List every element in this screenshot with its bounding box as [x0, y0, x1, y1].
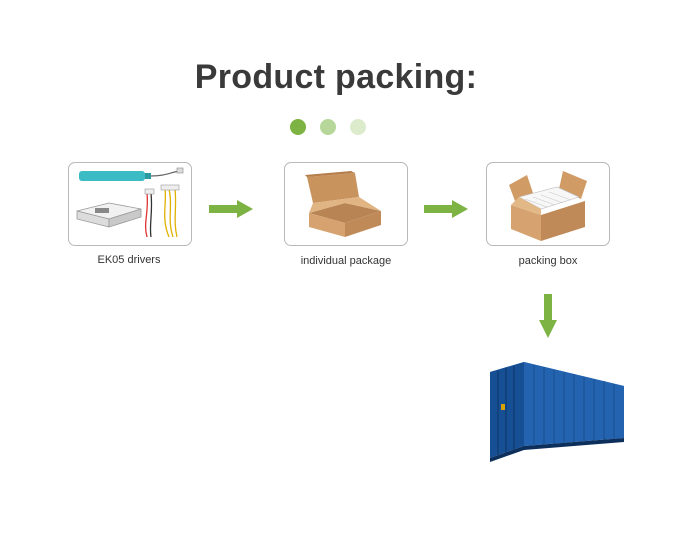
caption-drivers: EK05 drivers — [97, 254, 161, 266]
arrow-right-icon — [209, 200, 253, 218]
packing-box-image — [509, 171, 587, 241]
dot-2[interactable] — [320, 119, 336, 135]
shipping-container-image — [490, 362, 624, 462]
pagination-dots — [290, 119, 366, 135]
drivers-image — [76, 167, 184, 238]
individual-box-image — [305, 171, 381, 237]
caption-individual-package: individual package — [300, 255, 392, 267]
arrow-down-icon — [539, 294, 557, 338]
dot-1[interactable] — [290, 119, 306, 135]
step-card-drivers — [68, 162, 192, 246]
caption-packing-box: packing box — [518, 255, 578, 267]
arrow-right-icon — [424, 200, 468, 218]
dot-3[interactable] — [350, 119, 366, 135]
page-title: Product packing: — [194, 58, 478, 96]
step-card-individual-package — [284, 162, 408, 246]
step-card-packing-box — [486, 162, 610, 246]
